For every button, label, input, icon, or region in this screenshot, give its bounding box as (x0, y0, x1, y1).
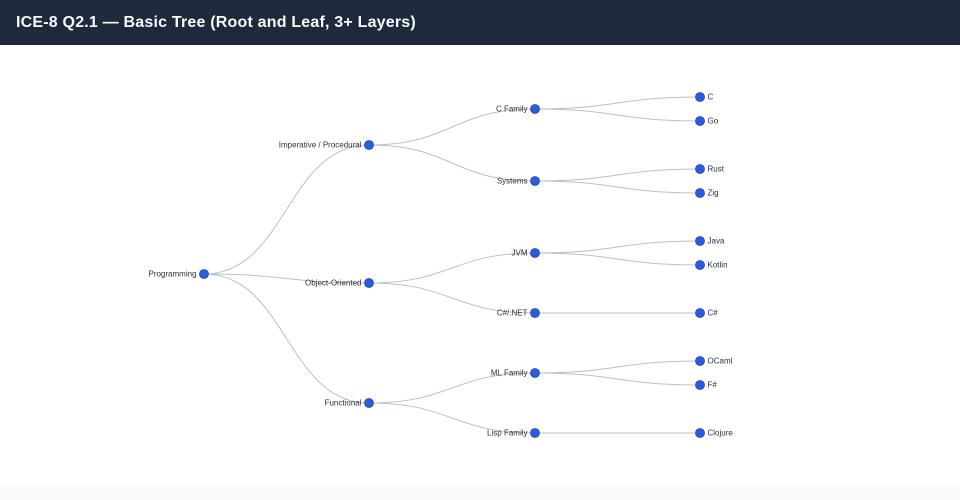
tree-node (364, 140, 374, 150)
node-label: Systems (497, 177, 528, 186)
tree-link (534, 372, 701, 386)
node-label: Java (708, 237, 725, 246)
tree-link (534, 180, 701, 194)
node-label: F# (708, 381, 718, 390)
tree-link (203, 273, 370, 404)
tree-node (695, 428, 705, 438)
node-label: JVM (512, 249, 528, 258)
tree-link (368, 402, 536, 434)
tree-node (364, 278, 374, 288)
tree-node (695, 92, 705, 102)
tree-node (530, 428, 540, 438)
tree-link (368, 144, 536, 182)
node-label: OCaml (708, 357, 733, 366)
page-title: ICE-8 Q2.1 — Basic Tree (Root and Leaf, … (16, 13, 416, 31)
tree-link (203, 144, 370, 275)
tree-node (695, 356, 705, 366)
node-label: Go (708, 117, 719, 126)
tree-link (534, 360, 701, 374)
tree-link (534, 96, 701, 110)
node-label: C (708, 93, 714, 102)
node-label: Rust (708, 165, 725, 174)
tree-node (530, 104, 540, 114)
tree-node (199, 269, 209, 279)
tree-node (364, 398, 374, 408)
tree-node (695, 116, 705, 126)
node-label: ML Family (491, 369, 528, 378)
tree-link (534, 240, 701, 254)
node-label: Functional (325, 399, 362, 408)
tree-node (695, 308, 705, 318)
tree-node (530, 176, 540, 186)
node-label: C#/.NET (497, 309, 528, 318)
tree-node (530, 248, 540, 258)
node-label: C Family (496, 105, 528, 114)
tree-node (695, 380, 705, 390)
tree-link (534, 252, 701, 266)
tree-node (530, 308, 540, 318)
footer-bar (0, 485, 960, 500)
tree-link (368, 372, 536, 404)
tree-nodes (199, 92, 705, 438)
tree-link (368, 252, 536, 284)
tree-node (695, 260, 705, 270)
node-label: Object-Oriented (305, 279, 361, 288)
tree-links (203, 96, 701, 434)
tree-node (530, 368, 540, 378)
node-label: Kotlin (708, 261, 728, 270)
tree-node (695, 236, 705, 246)
tree-labels: Programming Imperative / ProceduralObject… (148, 93, 733, 438)
node-label: Imperative / Procedural (279, 141, 362, 150)
tree-link (368, 108, 536, 146)
tree-link (534, 168, 701, 182)
node-label: Zig (708, 189, 719, 198)
node-label: Programming (148, 270, 196, 279)
tree-node (695, 188, 705, 198)
tree-link (203, 273, 370, 284)
header: ICE-8 Q2.1 — Basic Tree (Root and Leaf, … (0, 0, 960, 45)
tree-link (534, 108, 701, 122)
tree-node (695, 164, 705, 174)
node-label: Lisp Family (487, 429, 527, 438)
node-label: Clojure (708, 429, 734, 438)
node-label: C# (708, 309, 719, 318)
tree-link (368, 282, 536, 314)
